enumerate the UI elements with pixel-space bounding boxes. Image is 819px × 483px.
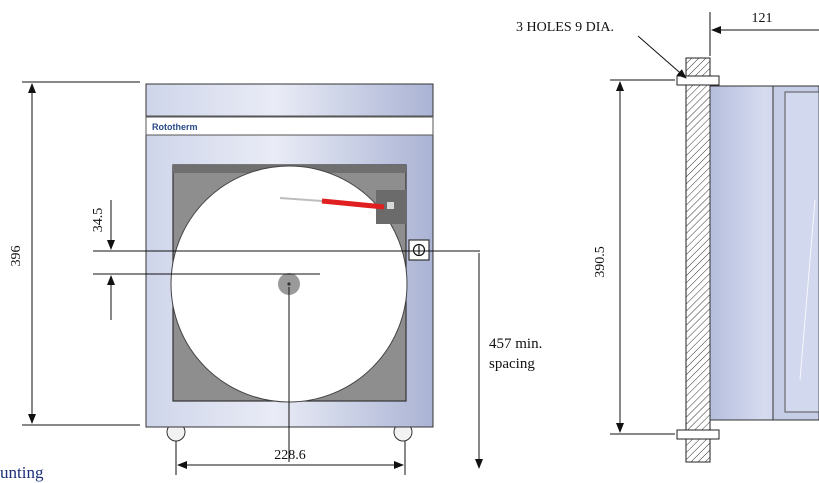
side-height-label: 390.5 <box>593 246 608 278</box>
chart-width-label: 228.6 <box>274 448 306 463</box>
chart-hub-center <box>287 282 291 286</box>
pen-arm-red <box>321 198 385 210</box>
holes-note-label: 3 HOLES 9 DIA. <box>516 20 614 35</box>
front-dimensions <box>22 81 483 475</box>
height-overall-label: 396 <box>9 246 24 267</box>
corner-caption: unting <box>0 463 44 482</box>
chart-offset-label: 34.5 <box>91 208 106 233</box>
brand-strip <box>145 116 434 136</box>
side-door-inner <box>784 91 819 413</box>
side-view <box>676 57 819 463</box>
bracket-top <box>676 75 720 86</box>
bracket-bottom <box>676 429 720 440</box>
side-dimensions <box>610 12 819 435</box>
pen-pivot <box>387 202 394 209</box>
side-depth-label: 121 <box>752 11 773 26</box>
pen-arm-light <box>279 197 323 202</box>
brand-label: Rototherm <box>152 122 198 132</box>
min-spacing-label-2: spacing <box>489 356 535 372</box>
mounting-panel <box>685 57 711 463</box>
min-spacing-label-1: 457 min. <box>489 336 542 352</box>
